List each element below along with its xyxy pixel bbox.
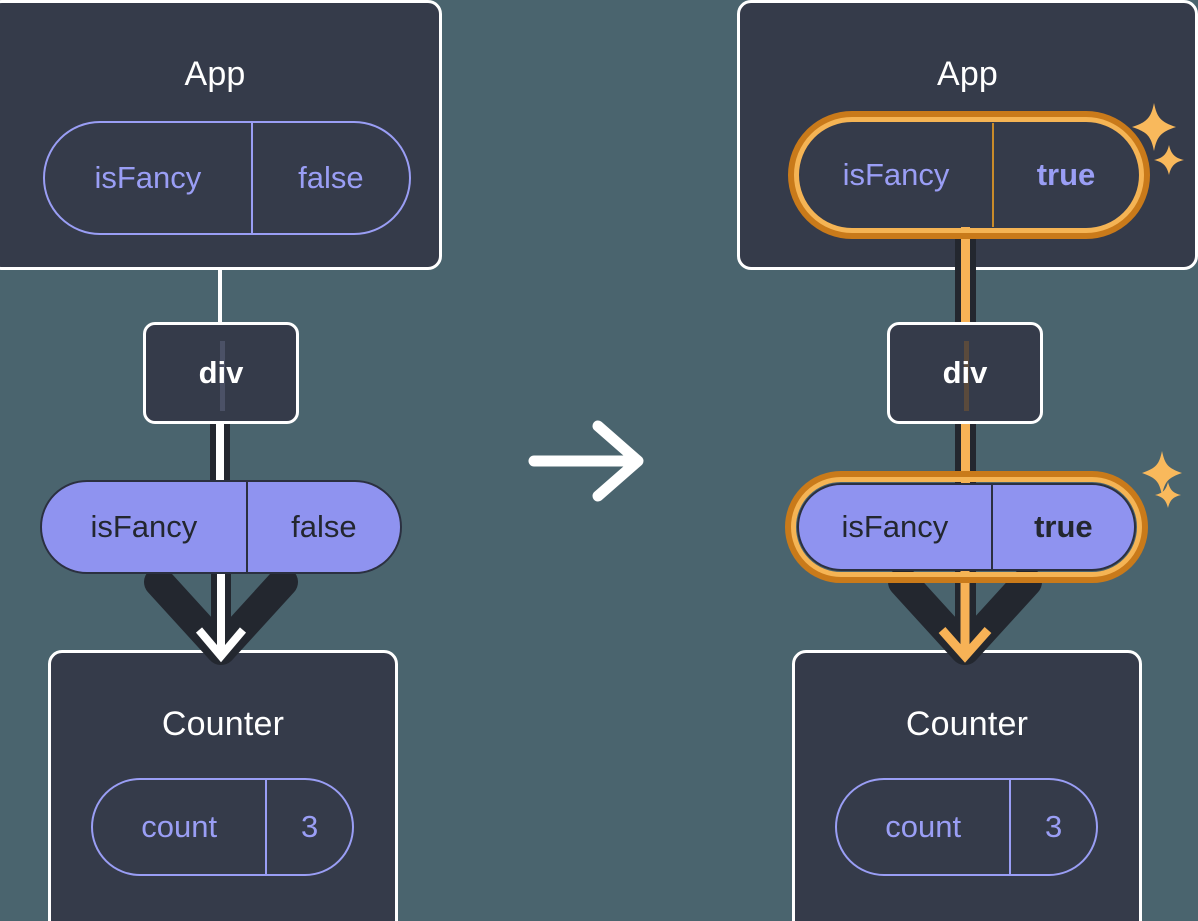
app-title-after: App	[936, 55, 999, 93]
sparkle-large-app-icon	[1132, 103, 1176, 151]
div-passthrough-line-after	[964, 341, 969, 411]
sparkle-small-app-icon	[1154, 145, 1184, 175]
app-title-before: App	[184, 55, 246, 93]
app-state-pill-name-before: isFancy	[94, 160, 202, 195]
sparkle-large-prop-icon	[1142, 451, 1182, 495]
div-box-after: div	[887, 322, 1043, 424]
prop-pill-value-after: true	[990, 485, 1134, 569]
transition-arrow-icon	[528, 420, 644, 502]
app-state-pill-before: isFancy false	[43, 121, 411, 235]
counter-state-pill-after: count 3	[835, 778, 1098, 876]
connector-app-to-div-before	[218, 268, 222, 324]
counter-state-pill-value-after: 3	[1009, 780, 1096, 874]
connector-div-to-prop-core-after	[961, 420, 970, 486]
app-state-pill-name-after: isFancy	[842, 157, 950, 192]
div-label-before: div	[198, 355, 244, 390]
div-label-after: div	[942, 355, 988, 390]
prop-arrow-core-before	[195, 568, 247, 663]
counter-box-after: Counter count 3	[792, 650, 1142, 921]
prop-arrow-core-after	[938, 568, 992, 663]
counter-title-before: Counter	[161, 705, 285, 743]
counter-state-pill-value-before: 3	[265, 780, 352, 874]
counter-box-before: Counter count 3	[48, 650, 398, 921]
highlight-ring-prop-after	[785, 471, 1148, 583]
counter-title-after: Counter	[905, 705, 1029, 743]
sparkle-small-prop-icon	[1155, 482, 1181, 508]
app-box-before: App isFancy false	[0, 0, 442, 270]
prop-pill-before: isFancy false	[40, 480, 402, 574]
div-box-before: div	[143, 322, 299, 424]
div-passthrough-line-before	[220, 341, 225, 411]
app-state-pill-value-after: true	[992, 123, 1138, 227]
connector-div-to-prop-core-before	[216, 420, 224, 482]
prop-pill-value-before: false	[245, 482, 400, 572]
counter-state-pill-name-after: count	[885, 809, 962, 844]
highlight-ring-app-after	[788, 111, 1150, 239]
app-state-pill-value-before: false	[250, 123, 409, 233]
prop-pill-name-after: isFancy	[841, 509, 949, 544]
app-state-pill-after: isFancy true	[800, 123, 1138, 227]
prop-pill-after: isFancy true	[797, 483, 1136, 571]
counter-state-pill-before: count 3	[91, 778, 354, 876]
counter-state-pill-name-before: count	[141, 809, 218, 844]
connector-app-to-div-core-after	[961, 218, 970, 328]
prop-pill-name-before: isFancy	[90, 509, 198, 544]
